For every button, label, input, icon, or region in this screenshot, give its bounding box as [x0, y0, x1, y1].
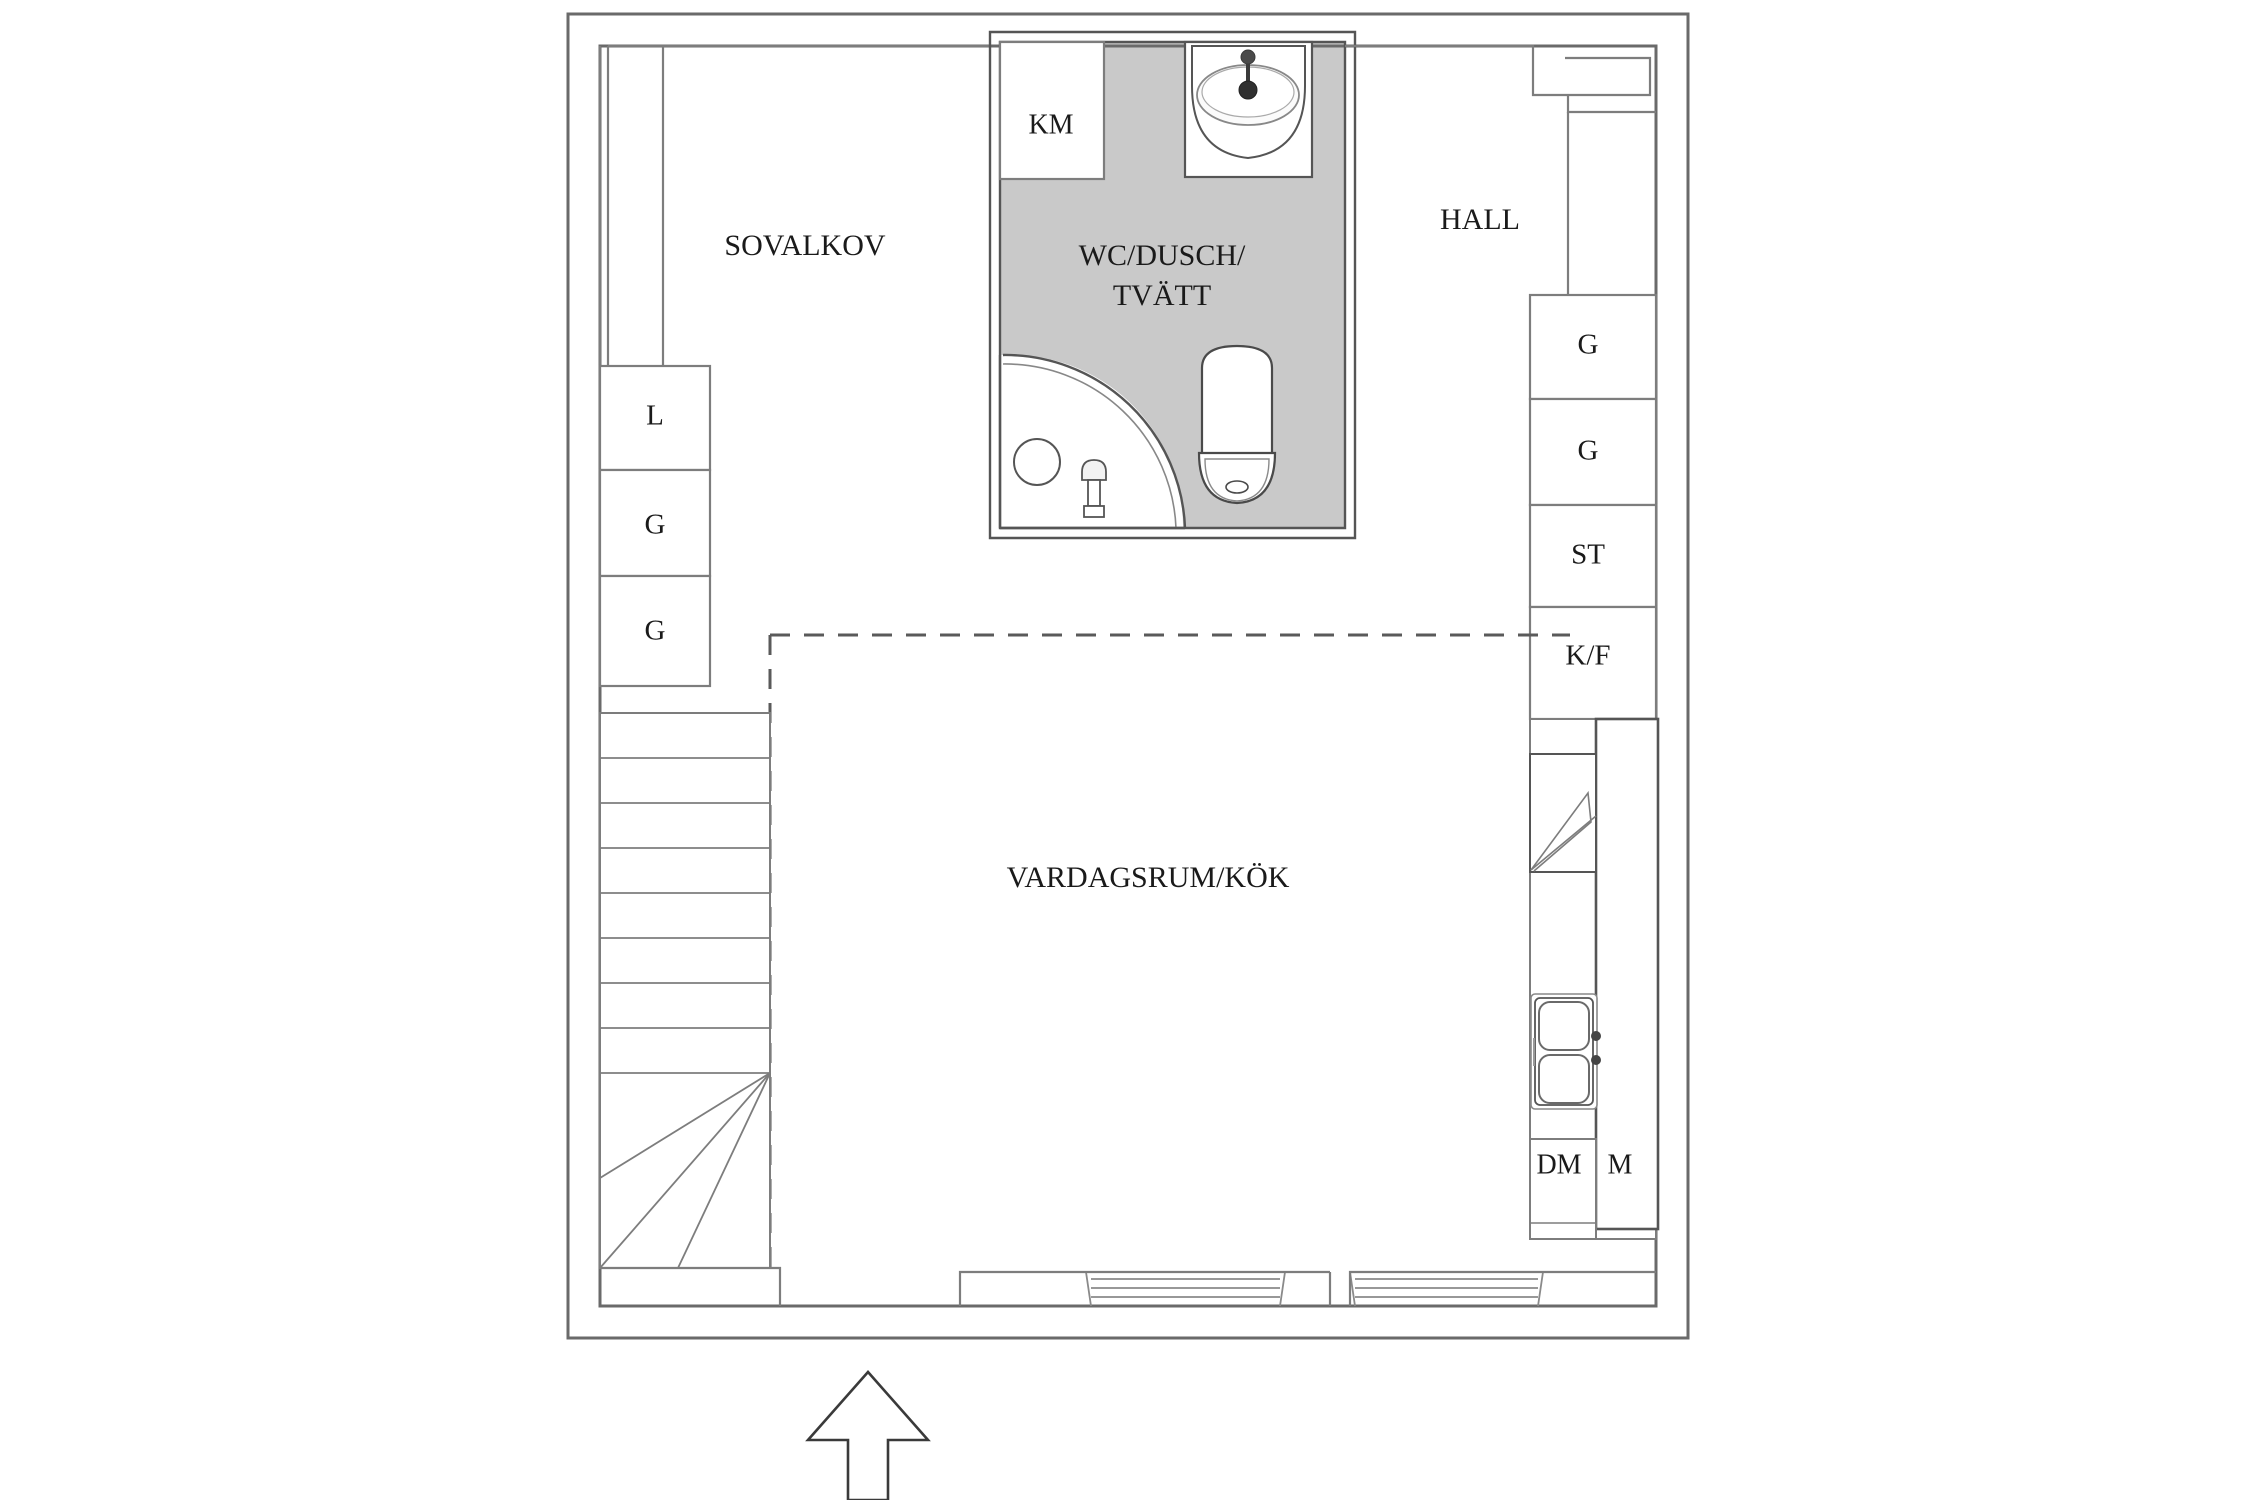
- closet-label-st: ST: [1571, 539, 1605, 571]
- closet-label-g-3: G: [1578, 329, 1599, 361]
- staircase-icon: [599, 712, 771, 1269]
- wash-basin-icon: [1191, 45, 1306, 160]
- floor-drain-icon: [1013, 438, 1061, 486]
- closet-column-left: [598, 364, 712, 688]
- room-sovalkov-outline: [598, 44, 990, 382]
- open-plan-boundary: [768, 633, 1570, 1268]
- shower-door-icon: [998, 353, 1187, 530]
- closet-g-1: [598, 468, 712, 578]
- appliance-label-km: KM: [1028, 109, 1073, 140]
- closet-label-g-2: G: [645, 615, 666, 647]
- closet-g-3: [1528, 293, 1658, 401]
- entrance-arrow-icon: [805, 1370, 931, 1500]
- closet-label-kf: K/F: [1565, 640, 1610, 672]
- room-label-sovalkov: SOVALKOV: [724, 229, 885, 262]
- closet-st: [1528, 503, 1658, 609]
- kitchen-sink-icon: [1530, 993, 1601, 1110]
- window-right: [1349, 1271, 1544, 1307]
- appliance-dm: [1529, 1138, 1597, 1240]
- closet-g-2: [598, 574, 712, 688]
- appliance-label-m: M: [1608, 1149, 1633, 1180]
- room-label-vardagsrum-kok: VARDAGSRUM/KÖK: [1007, 861, 1290, 894]
- appliance-km: [998, 40, 1106, 181]
- bottom-wall-recess: [600, 1266, 1656, 1306]
- room-label-wc-line1: WC/DUSCH/: [1079, 239, 1246, 272]
- closet-g-4: [1528, 397, 1658, 507]
- closet-label-g-1: G: [645, 509, 666, 541]
- closet-kf: [1528, 605, 1658, 721]
- appliance-label-dm: DM: [1536, 1149, 1581, 1180]
- kitchen-stove-icon: [1529, 753, 1597, 873]
- window-left: [1085, 1271, 1286, 1307]
- toilet-icon: [1197, 344, 1277, 505]
- room-hall-outline: [1345, 44, 1656, 300]
- closet-label-g-4: G: [1578, 435, 1599, 467]
- room-label-hall: HALL: [1440, 203, 1520, 236]
- closet-column-right: [1528, 293, 1658, 721]
- closet-label-l: L: [646, 400, 664, 432]
- shower-mixer-icon: [1081, 459, 1107, 518]
- room-label-wc-line2: TVÄTT: [1113, 279, 1211, 312]
